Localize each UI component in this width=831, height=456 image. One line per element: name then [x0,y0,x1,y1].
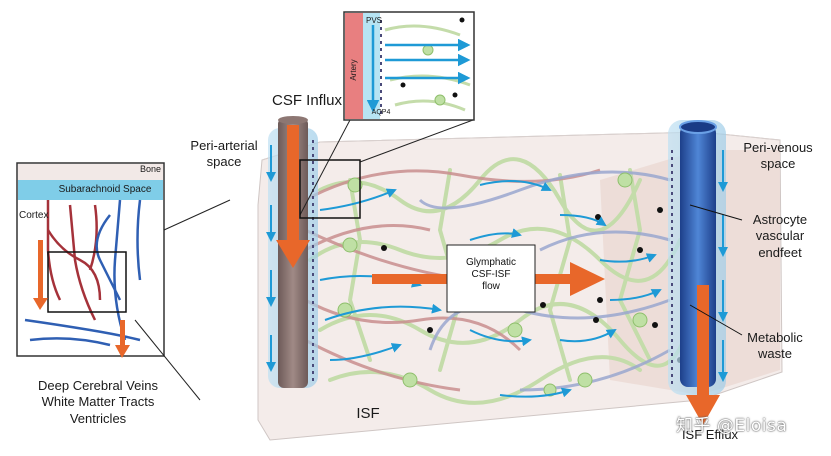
peri-venous-label: Peri-venous space [743,140,813,172]
csf-influx-arrow [276,125,310,268]
glymphatic-label-box [446,244,536,313]
glymphatic-flow-label: Glymphatic CSF-ISF flow [465,257,516,292]
subarachnoid-label: Subarachnoid Space [58,184,152,195]
callout-lines [689,204,743,336]
drainage-routes-label: Deep Cerebral Veins White Matter Tracts … [38,378,158,426]
artery-label: Artery [349,59,358,81]
peri-arterial-label: Peri-arterial space [190,138,258,170]
isf-efflux-label: ISF Efflux [681,427,739,442]
flow-arrows [319,180,662,398]
pvs-label: PVS [365,16,382,25]
pvs-zoom-rect [299,159,361,219]
astrocyte-cells [337,172,648,397]
draining-vein [668,120,726,395]
glymphatic-flow-arrow [372,262,605,296]
pvs-inset [343,11,475,121]
isf-label: ISF [356,405,380,422]
zoom-connector-lines [134,119,474,401]
aqp4-label: AQP4 [371,109,391,116]
cortex-inset [16,162,165,358]
astrocyte-endfeet-label: Astrocyte vascular endfeet [752,212,808,260]
cortex-label: Cortex [19,210,49,221]
csf-influx-label: CSF Influx [271,92,343,109]
bone-label: Bone [139,164,161,174]
watermark: 知乎 @Eloisa [676,416,788,436]
metabolic-waste-label: Metabolic waste [747,330,803,362]
